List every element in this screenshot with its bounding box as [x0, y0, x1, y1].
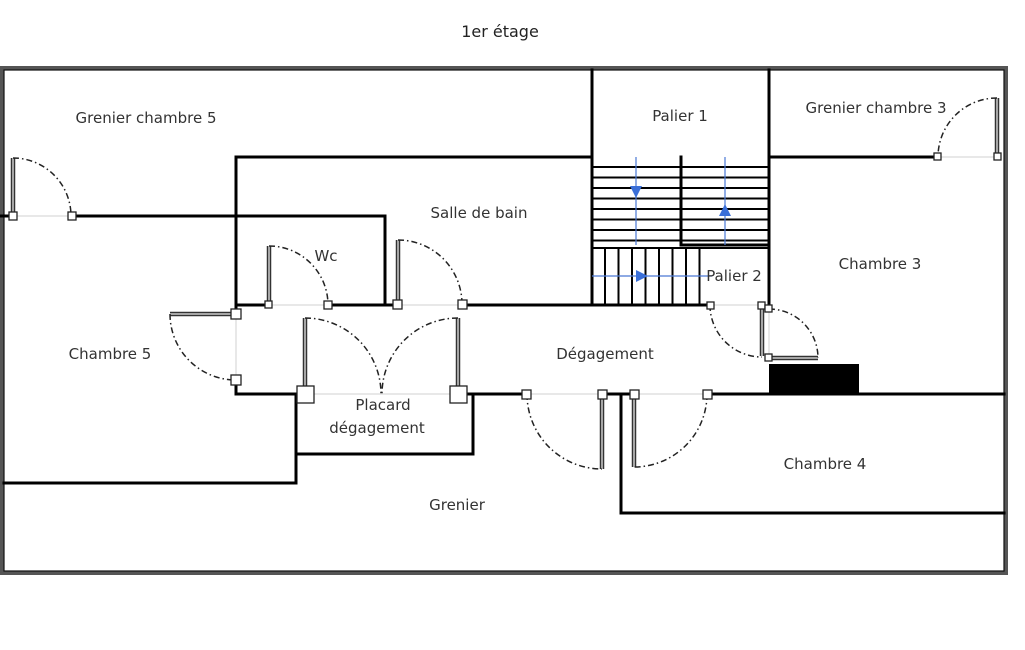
door-wc[interactable]	[264, 245, 333, 310]
room-label-chambre-4: Chambre 4	[784, 455, 867, 473]
door-placard-degagement[interactable]	[296, 317, 468, 404]
room-label-palier-1: Palier 1	[652, 107, 708, 125]
door-grenier-chambre-3[interactable]	[933, 97, 1002, 161]
outer-walls	[0, 66, 1008, 575]
room-label-degagement: Dégagement	[556, 345, 654, 363]
room-label-grenier: Grenier	[429, 496, 486, 514]
room-label-salle-de-bain: Salle de bain	[431, 204, 528, 222]
plan-title: 1er étage	[461, 22, 539, 41]
chimney-block	[769, 364, 859, 394]
room-label-grenier-chambre-5: Grenier chambre 5	[76, 109, 217, 127]
door-grenier[interactable]	[521, 389, 713, 470]
door-salle-de-bain[interactable]	[392, 239, 468, 310]
door-chambre-3[interactable]	[764, 304, 819, 362]
room-labels: Grenier chambre 5 Palier 1 Grenier chamb…	[69, 99, 947, 514]
door-grenier-chambre-5[interactable]	[8, 157, 77, 221]
stair-arrow-up-icon	[719, 204, 731, 216]
door-palier-2[interactable]	[706, 301, 766, 358]
door-chambre-5[interactable]	[169, 308, 242, 386]
room-label-chambre-3: Chambre 3	[839, 255, 922, 273]
room-label-placard-line2: dégagement	[329, 419, 425, 437]
room-label-chambre-5: Chambre 5	[69, 345, 152, 363]
room-label-grenier-chambre-3: Grenier chambre 3	[806, 99, 947, 117]
doors	[8, 97, 1002, 470]
room-label-palier-2: Palier 2	[706, 267, 762, 285]
staircase	[590, 155, 769, 307]
stair-arrow-right-icon	[636, 270, 648, 282]
interior-walls	[0, 68, 1006, 515]
opening-lines	[12, 156, 998, 395]
room-label-placard-line1: Placard	[355, 396, 410, 414]
stair-arrow-down-icon	[630, 186, 642, 198]
room-label-wc: Wc	[314, 247, 337, 265]
